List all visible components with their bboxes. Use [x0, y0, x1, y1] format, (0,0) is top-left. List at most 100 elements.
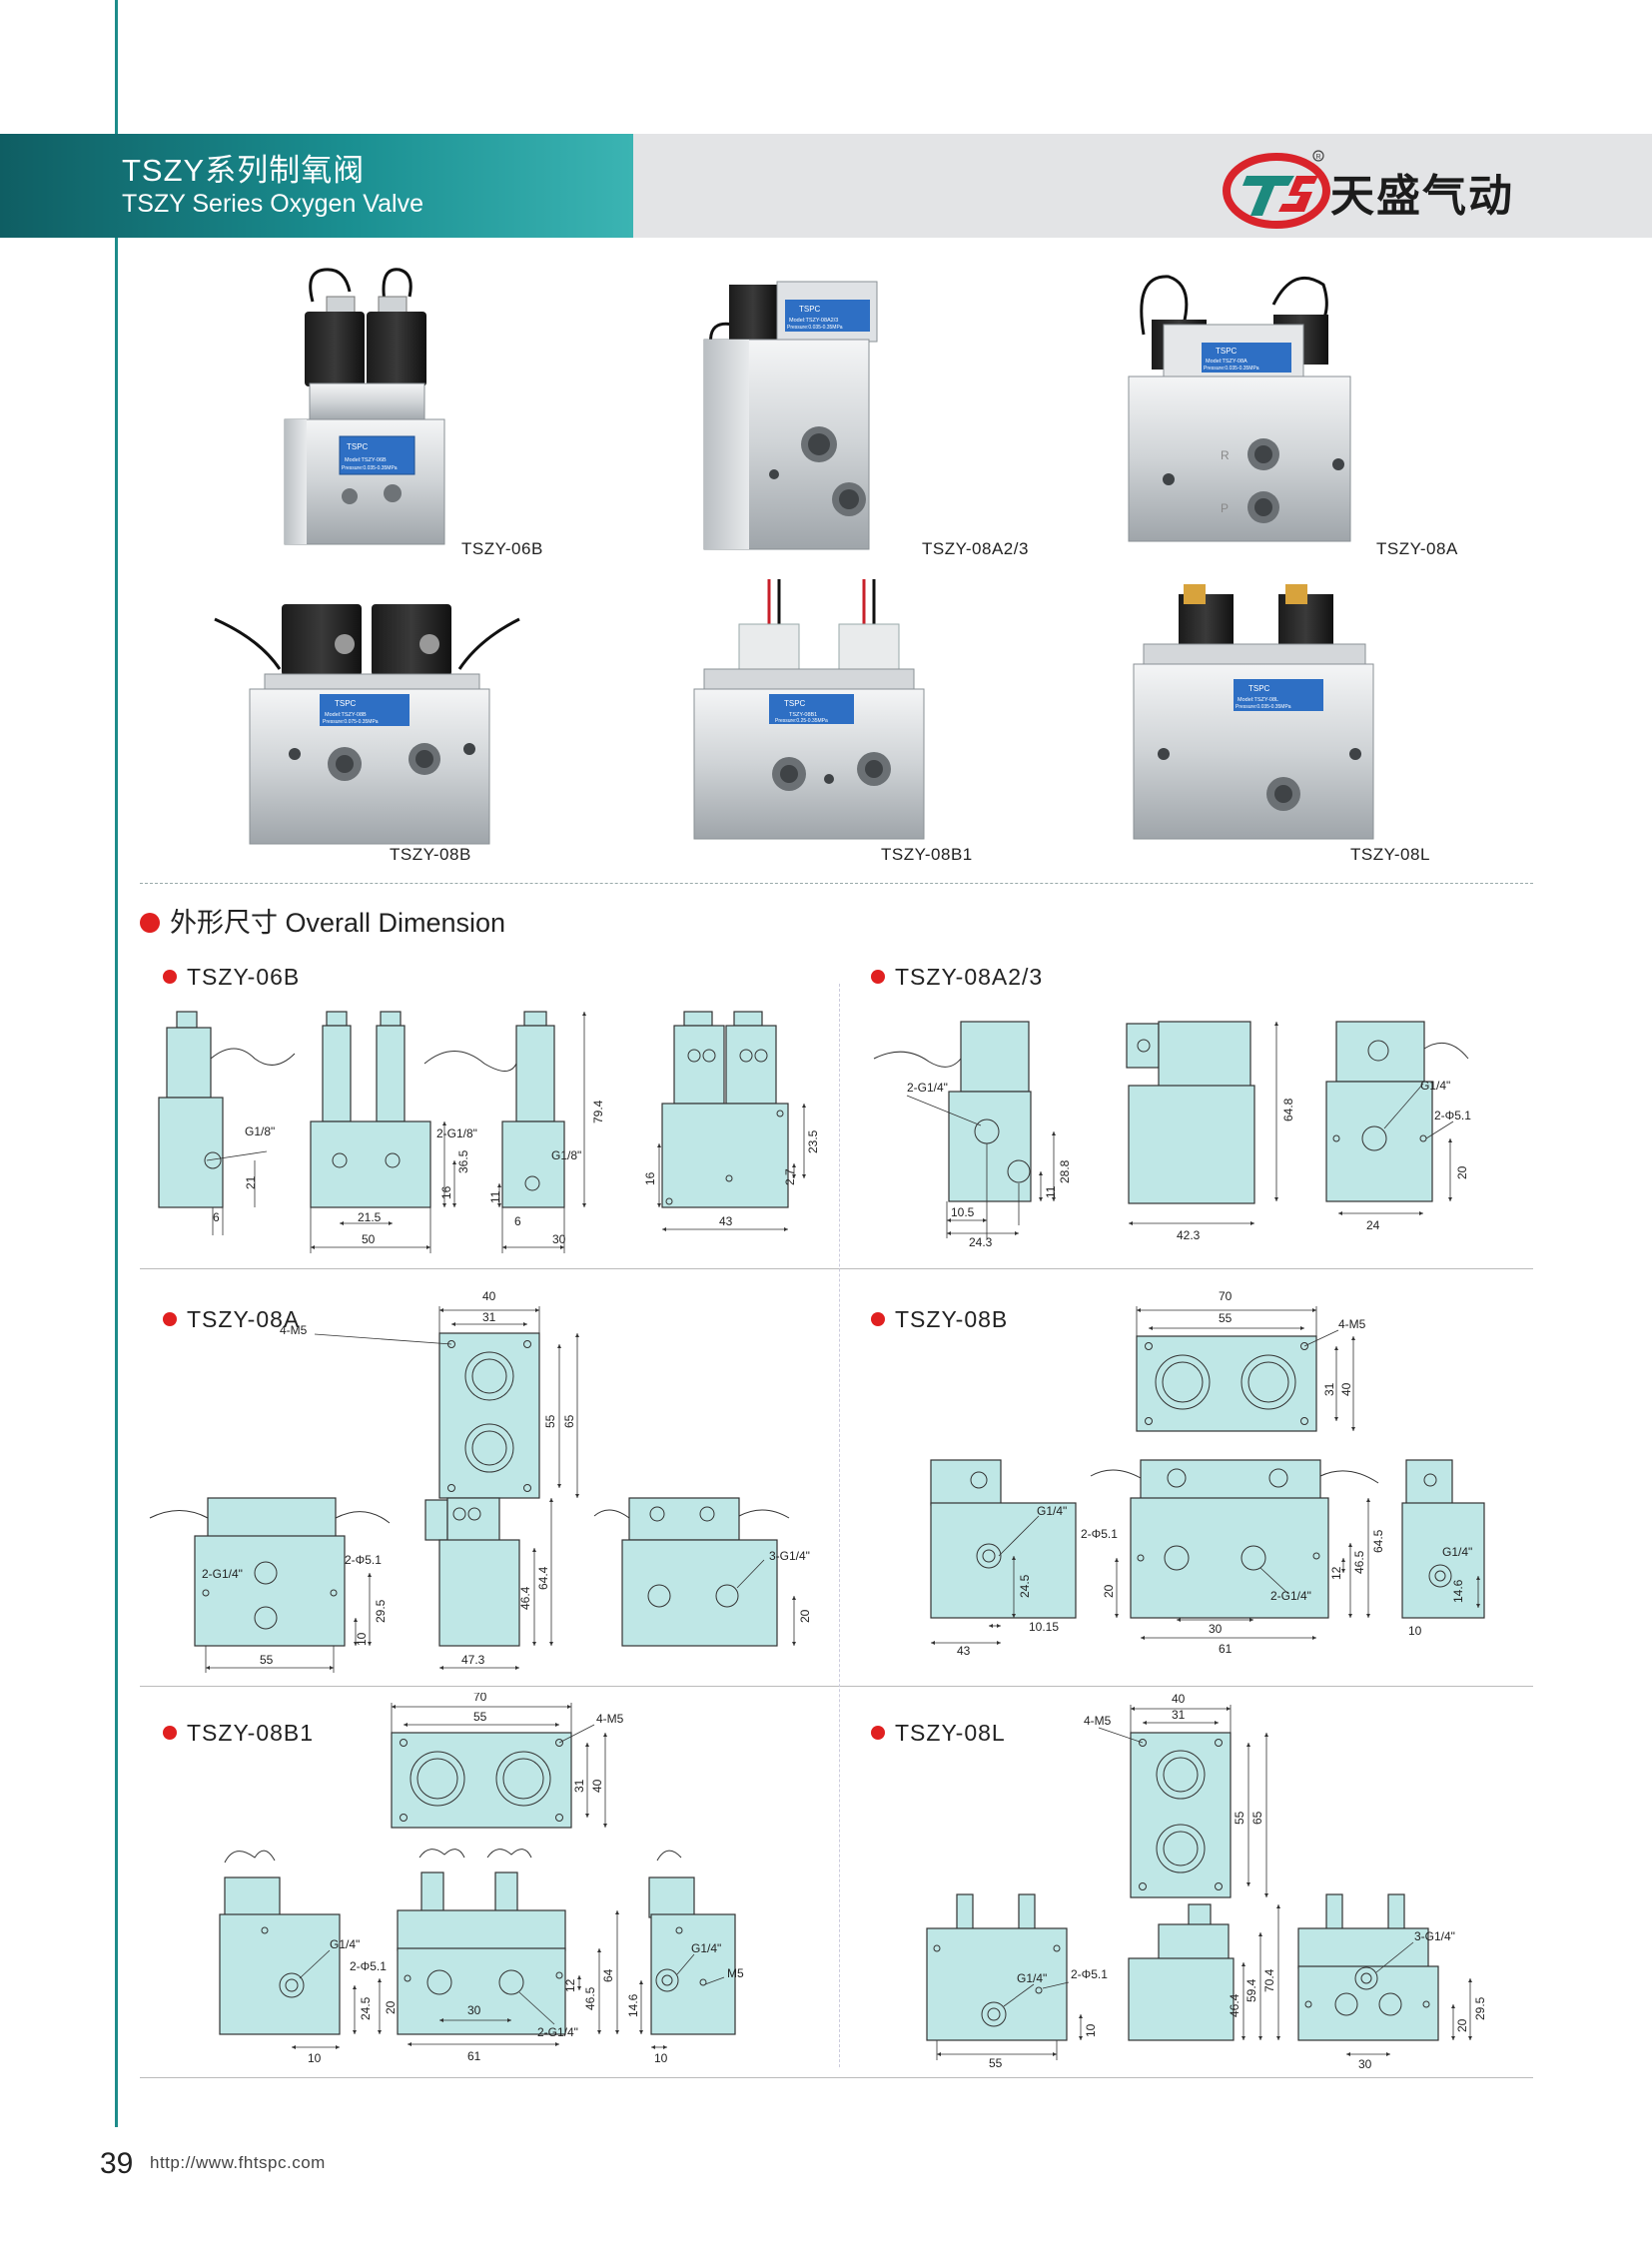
dim-label: 43: [719, 1214, 733, 1228]
nameplate-pressure: Pressure:0.075-0.35MPa: [323, 719, 379, 725]
dim-label: 24.5: [1018, 1574, 1032, 1598]
dim-label: 14.6: [626, 1993, 640, 2017]
dim-label: 61: [1219, 1642, 1233, 1656]
model-heading-tszy-08b1: TSZY-08B1: [163, 1720, 314, 1747]
dim-label: G1/4": [1037, 1504, 1067, 1518]
bullet-icon: [163, 1312, 177, 1326]
page-number: 39: [100, 2147, 134, 2180]
dim-label: 30: [467, 2003, 481, 2017]
dim-label: 20: [1455, 2018, 1469, 2032]
dim-label: 4-M5: [1084, 1714, 1112, 1728]
dimension-drawing-tszy-08l: 40 31 4-M5 55 65 G1/4" 2-Φ5.1 10 55 46.4…: [926, 1693, 1487, 2071]
section-title-text: 外形尺寸 Overall Dimension: [170, 908, 506, 938]
nameplate-brand: TSPC: [1248, 684, 1270, 693]
row-divider: [140, 1268, 1533, 1269]
dim-label: 10: [654, 2051, 668, 2065]
dim-label: 55: [473, 1710, 487, 1724]
dim-label: 16: [439, 1185, 453, 1199]
photo-label-tszy-06b: TSZY-06B: [461, 539, 543, 558]
model-title: TSZY-08B: [895, 1306, 1009, 1332]
photo-label-tszy-08l: TSZY-08L: [1350, 845, 1430, 864]
dim-label: 20: [384, 2000, 398, 2014]
dim-label: 24.5: [359, 1996, 373, 2020]
dim-label: G1/4": [330, 1937, 360, 1951]
dim-label: 3-G1/4": [769, 1549, 810, 1563]
dim-label: 21: [244, 1175, 258, 1189]
dim-label: 50: [362, 1232, 376, 1246]
photo-label-tszy-08a: TSZY-08A: [1376, 539, 1458, 558]
model-heading-tszy-08a2-3: TSZY-08A2/3: [871, 964, 1043, 991]
bullet-icon: [163, 970, 177, 984]
bullet-icon: [871, 970, 885, 984]
header-title-en: TSZY Series Oxygen Valve: [122, 190, 423, 218]
dim-label: 55: [989, 2056, 1003, 2070]
footer-url[interactable]: http://www.fhtspc.com: [150, 2153, 326, 2172]
bullet-icon: [871, 1312, 885, 1326]
dim-label: 29.5: [1473, 1996, 1487, 2020]
dim-label: 4-M5: [280, 1323, 308, 1337]
header-title-panel: [0, 134, 633, 238]
column-divider: [839, 984, 840, 2067]
photo-label-tszy-08a2-3: TSZY-08A2/3: [922, 539, 1029, 558]
product-photo-tszy-08b1: TSPC TSZY-08B1 Pressure:0.25-0.35MPa: [693, 579, 925, 840]
dim-label: 55: [543, 1414, 557, 1428]
dim-label: 46.4: [1228, 1993, 1241, 2017]
dim-label: 21.5: [358, 1210, 382, 1224]
dim-label: 30: [1358, 2057, 1372, 2071]
product-photo-tszy-08a: TSPC Model:TSZY-08A Pressure:0.035-0.35M…: [1128, 275, 1351, 542]
dim-label: G1/4": [1442, 1545, 1472, 1559]
dim-label: 10.15: [1029, 1620, 1059, 1634]
dim-label: G1/8": [245, 1124, 275, 1138]
model-heading-tszy-08a: TSZY-08A: [163, 1306, 300, 1333]
dim-label: 12: [1329, 1566, 1343, 1580]
dim-label: 20: [798, 1609, 812, 1623]
nameplate-pressure: Pressure:0.25-0.35MPa: [775, 718, 828, 724]
model-title: TSZY-08A: [187, 1306, 301, 1332]
dim-label: 31: [1172, 1708, 1186, 1722]
left-margin-rule: [115, 0, 118, 2127]
dim-label: 65: [562, 1414, 576, 1428]
dim-label: M5: [727, 1966, 744, 1980]
port-label-r: R: [1221, 448, 1230, 462]
product-photo-tszy-08a2-3: TSPC Model:TSZY-08A2/3 Pressure:0.035-0.…: [703, 281, 878, 550]
dim-label: G1/4": [1017, 1971, 1047, 1985]
dim-label: 31: [482, 1310, 496, 1324]
nameplate-pressure: Pressure:0.035-0.35MPa: [342, 465, 398, 471]
row-divider: [140, 1686, 1533, 1687]
header-title-cn: TSZY系列制氧阀: [122, 153, 366, 188]
dim-label: 70: [473, 1693, 487, 1704]
dim-label: 55: [1219, 1311, 1233, 1325]
dim-label: 79.4: [591, 1100, 605, 1123]
dim-label: 2-G1/4": [537, 2025, 578, 2039]
dim-label: 2-G1/4": [907, 1081, 948, 1095]
model-title: TSZY-08A2/3: [895, 964, 1044, 990]
bullet-icon: [871, 1726, 885, 1740]
dim-label: 46.4: [518, 1586, 532, 1610]
dim-label: 70.4: [1262, 1968, 1276, 1992]
model-heading-tszy-08l: TSZY-08L: [871, 1720, 1006, 1747]
bullet-icon: [163, 1726, 177, 1740]
section-title: 外形尺寸 Overall Dimension: [140, 901, 505, 940]
dim-label: 47.3: [461, 1653, 485, 1667]
dim-label: 14.6: [1451, 1579, 1465, 1603]
dim-label: 6: [213, 1210, 220, 1224]
brand-name: 天盛气动: [1330, 171, 1514, 222]
nameplate-model: Model:TSZY-08A2/3: [789, 318, 838, 324]
dim-label: 40: [1172, 1693, 1186, 1706]
row-divider: [140, 2077, 1533, 2078]
dim-label: 2-G1/8": [436, 1126, 477, 1140]
dim-label: 2.7: [783, 1168, 797, 1185]
nameplate-brand: TSPC: [335, 699, 357, 708]
dim-label: 40: [1339, 1382, 1353, 1396]
dim-label: 70: [1219, 1289, 1233, 1303]
dim-label: 2-G1/4": [1270, 1589, 1311, 1603]
nameplate-pressure: Pressure:0.035-0.35MPa: [787, 325, 843, 331]
dimension-drawing-tszy-06b: G1/8" 21 6 2-G1/8" 36.5 16 21.5 50 79.4 …: [158, 1011, 820, 1253]
model-title: TSZY-08L: [895, 1720, 1006, 1746]
product-photo-tszy-08l: TSPC Model:TSZY-08L Pressure:0.035-0.35M…: [1133, 584, 1374, 840]
product-photo-tszy-08b: TSPC Model:TSZY-08B Pressure:0.075-0.35M…: [214, 604, 520, 845]
nameplate-model: TSZY-08B1: [789, 712, 817, 718]
dim-label: 20: [1102, 1584, 1116, 1598]
dim-label: 30: [1209, 1622, 1223, 1636]
dim-label: 65: [1250, 1811, 1264, 1825]
